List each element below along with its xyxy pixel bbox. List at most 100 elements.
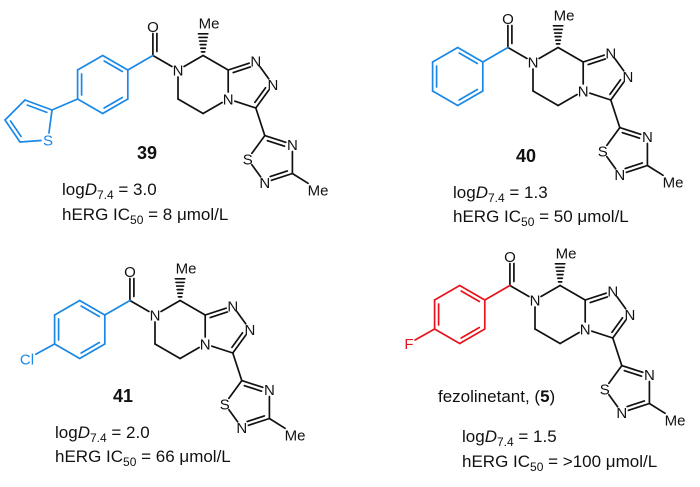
compound-name: fezolinetant, (5) [438, 387, 555, 407]
bond [605, 126, 621, 147]
double-bond-line [458, 88, 479, 101]
double-bond-line [80, 341, 101, 354]
double-bond-line [623, 369, 643, 378]
double-bond-line [80, 305, 101, 318]
bond [234, 100, 257, 109]
nitrogen-atom-label: N [624, 307, 635, 324]
bond [34, 343, 56, 356]
bond [247, 417, 271, 427]
bond [103, 299, 131, 316]
bond [250, 134, 266, 155]
bond [78, 343, 106, 360]
herg-value: hERG IC50 = 50 μmol/L [453, 207, 629, 228]
bond [211, 345, 234, 354]
nitrogen-atom-label: N [173, 62, 184, 79]
oxygen-atom-label: O [124, 264, 136, 281]
double-bond-line [243, 384, 263, 393]
chlorine-atom-label: Cl [20, 351, 34, 368]
bond [509, 284, 530, 298]
bond [538, 46, 559, 60]
bond [254, 89, 270, 109]
bond [291, 172, 309, 185]
bond [4, 119, 21, 143]
herg-number: = 8 μmol/L [143, 205, 229, 224]
bond [414, 328, 436, 341]
bond [76, 54, 104, 71]
bond [202, 101, 223, 115]
bond [227, 62, 250, 71]
bond [231, 352, 243, 382]
sulfur-atom-label: S [598, 143, 608, 160]
herg-value: hERG IC50 = 8 μmol/L [62, 205, 229, 227]
bond [456, 90, 484, 107]
sulfur-atom-label: S [220, 396, 230, 413]
bond [177, 98, 204, 115]
bond [582, 54, 605, 63]
double-bond-line [26, 104, 48, 114]
logd-prefix: log [55, 423, 78, 442]
bond [250, 163, 262, 178]
double-bond-line [589, 296, 609, 304]
nitrogen-atom-label: N [644, 367, 655, 384]
nitrogen-atom-label: N [607, 283, 618, 300]
bond [607, 393, 619, 408]
double-bond-line [460, 326, 481, 339]
double-bond-line [626, 400, 646, 408]
compound-name-suffix: ) [549, 387, 556, 406]
logd-value: logD7.4 = 3.0 [62, 180, 157, 201]
nitrogen-atom-label: N [236, 420, 247, 437]
nitrogen-atom-label: N [578, 83, 589, 100]
methyl-label: Me [308, 182, 329, 199]
methyl-label: Me [176, 260, 197, 277]
compound-number: 39 [137, 143, 158, 163]
bond [263, 134, 287, 144]
nitrogen-atom-label: N [622, 69, 633, 86]
double-bond-line [231, 331, 244, 349]
oxygen-atom-label: O [147, 19, 159, 36]
double-bond-line [269, 170, 289, 178]
methyl-label: Me [663, 174, 684, 191]
oxygen-atom-label: O [504, 249, 516, 266]
bond [614, 57, 625, 72]
bond [534, 328, 561, 345]
logd-var: D [77, 423, 90, 442]
logd-sub: 7.4 [89, 431, 107, 445]
sulfur-atom-label: S [243, 151, 253, 168]
double-bond-line [611, 316, 624, 334]
bond [202, 54, 230, 71]
bond [240, 379, 264, 389]
bond [483, 284, 511, 301]
bond [646, 164, 664, 177]
bond [236, 310, 247, 325]
bond [433, 284, 461, 301]
bond [559, 284, 587, 301]
logd-number: = 2.0 [106, 423, 150, 442]
double-bond-line [460, 290, 481, 303]
bond [101, 98, 129, 115]
logd-prefix: log [462, 427, 485, 446]
nitrogen-atom-label: N [580, 321, 591, 338]
bond [231, 334, 247, 354]
herg-sub: 50 [130, 213, 144, 227]
bond [607, 364, 623, 385]
bond [584, 292, 607, 301]
bond [458, 328, 486, 345]
logd-var: D [475, 183, 488, 202]
bond [183, 54, 204, 68]
bond [24, 99, 53, 111]
compound-name-text: fezolinetant, ( [438, 387, 541, 406]
bond [129, 299, 150, 313]
bond [507, 46, 528, 60]
bond [254, 107, 266, 137]
bond [620, 364, 644, 374]
double-bond-line [587, 58, 607, 66]
bond [76, 98, 104, 115]
double-bond-line [103, 60, 124, 73]
sulfur-atom-label: S [600, 381, 610, 398]
bond [160, 299, 181, 313]
methyl-label: Me [665, 412, 686, 429]
logd-number: = 1.3 [504, 183, 548, 202]
bond [270, 172, 294, 182]
double-bond-line [246, 415, 266, 423]
